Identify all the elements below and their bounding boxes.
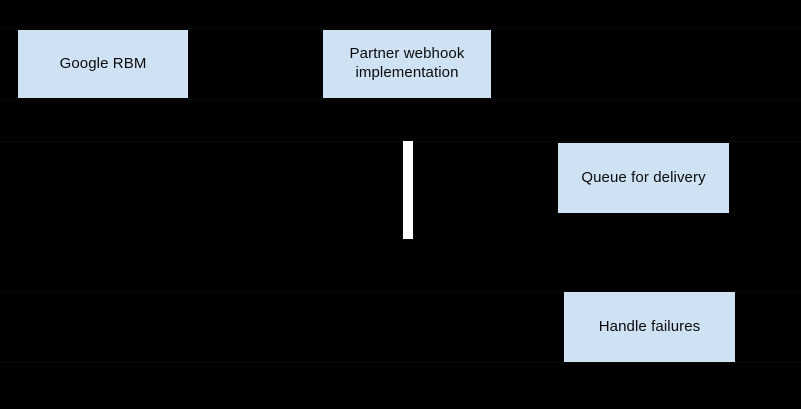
guide-rule-2 (0, 99, 801, 100)
node-handle-failures[interactable]: Handle failures (564, 292, 735, 362)
connector-webhook-downstream-bar (403, 141, 413, 239)
node-queue-for-delivery[interactable]: Queue for delivery (558, 143, 729, 213)
node-queue-for-delivery-label: Queue for delivery (581, 168, 706, 186)
guide-rule-3 (0, 141, 801, 142)
node-google-rbm-label: Google RBM (59, 54, 147, 72)
node-partner-webhook-label: Partner webhook implementation (349, 45, 465, 81)
node-handle-failures-label: Handle failures (598, 317, 701, 335)
guide-rule-5 (0, 362, 801, 363)
node-partner-webhook[interactable]: Partner webhook implementation (323, 30, 491, 98)
guide-rule-4 (0, 291, 801, 292)
guide-rule-1 (0, 28, 801, 29)
node-google-rbm[interactable]: Google RBM (18, 30, 188, 98)
